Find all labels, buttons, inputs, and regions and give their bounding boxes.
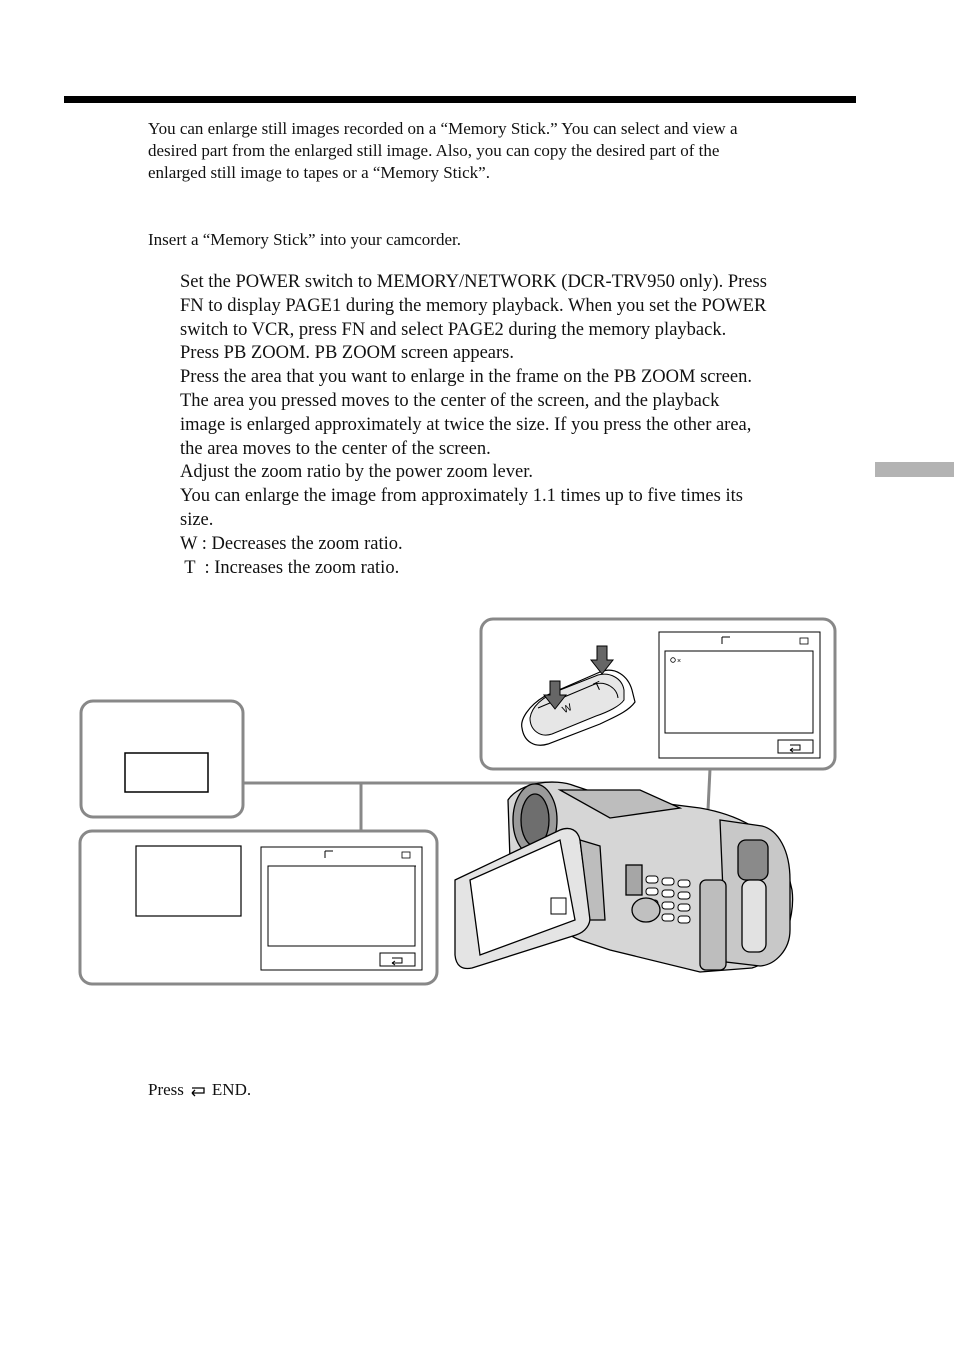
step-line: switch to VCR, press FN and select PAGE2… [180, 319, 727, 340]
end-suffix: END. [211, 1080, 252, 1099]
camcorder-body-drawing [454, 781, 794, 973]
steps-list: Set the POWER switch to MEMORY/NETWORK (… [180, 271, 860, 580]
step-line: FN to display PAGE1 during the memory pl… [180, 295, 767, 316]
before-operation-text: Insert a “Memory Stick” into your camcor… [148, 230, 461, 249]
step-line: The area you pressed moves to the center… [180, 390, 720, 411]
chapter-side-tab [875, 462, 954, 477]
step-line: T : Increases the zoom ratio. [180, 557, 400, 578]
step-line: image is enlarged approximately at twice… [180, 414, 752, 435]
intro-line: desired part from the enlarged still ima… [148, 141, 720, 160]
intro-line: You can enlarge still images recorded on… [148, 119, 738, 138]
step-line: Set the POWER switch to MEMORY/NETWORK (… [180, 272, 767, 292]
lcd-screen-playback [135, 845, 423, 971]
zoom-lever-callout [479, 617, 837, 771]
pb-zoom-screen-callout [78, 829, 439, 986]
return-icon [191, 1087, 205, 1097]
section-header-rule [64, 96, 856, 103]
lcd-screen-zoom: × [658, 631, 821, 759]
step-line: Adjust the zoom ratio by the power zoom … [180, 462, 533, 483]
step-line: size. [180, 509, 214, 530]
power-zoom-lever-icon: W T [521, 645, 636, 746]
step-line: You can enlarge the image from approxima… [180, 486, 743, 507]
zoom-ratio-indicator: × [677, 658, 681, 665]
end-prefix: Press [148, 1080, 184, 1099]
pb-zoom-button-icon [124, 752, 209, 793]
step-line: Press PB ZOOM. PB ZOOM screen appears. [180, 343, 514, 364]
intro-paragraph: You can enlarge still images recorded on… [148, 118, 848, 184]
step-line: the area moves to the center of the scre… [180, 438, 491, 459]
intro-line: enlarged still image to tapes or a “Memo… [148, 163, 490, 182]
step-line: W : Decreases the zoom ratio. [180, 533, 403, 554]
pb-zoom-button-callout [79, 699, 245, 819]
step-line: Press the area that you want to enlarge … [180, 367, 752, 388]
magnifier-icon [670, 657, 676, 663]
end-instruction: Press END. [148, 1079, 251, 1101]
